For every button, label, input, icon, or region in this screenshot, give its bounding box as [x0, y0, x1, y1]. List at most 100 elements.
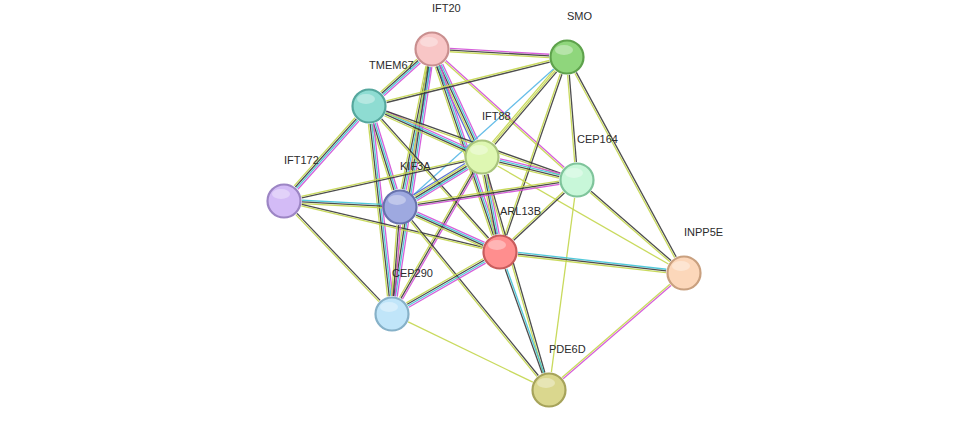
interaction-edge	[392, 66, 432, 296]
interaction-edge	[301, 160, 464, 198]
evidence-line	[440, 65, 475, 140]
protein-node: KIF3A	[382, 189, 418, 225]
evidence-line	[518, 252, 666, 269]
evidence-line	[569, 75, 576, 162]
evidence-line	[418, 181, 559, 203]
node-circle	[531, 372, 567, 408]
interaction-edge	[418, 181, 560, 206]
node-gloss	[388, 195, 406, 205]
node-circle	[382, 189, 418, 225]
node-body	[353, 90, 386, 123]
evidence-line	[385, 114, 465, 150]
protein-label: IFT172	[284, 154, 319, 167]
evidence-line	[406, 259, 483, 303]
evidence-line	[488, 174, 545, 372]
protein-node: SMO	[549, 39, 585, 75]
evidence-line	[295, 119, 356, 187]
node-body	[416, 33, 449, 66]
interaction-edge	[518, 252, 667, 272]
evidence-line	[575, 73, 675, 257]
evidence-line	[438, 66, 473, 141]
node-circle	[549, 39, 585, 75]
protein-label: ARL13B	[500, 205, 541, 218]
interaction-edge	[406, 259, 485, 308]
node-gloss	[380, 302, 398, 312]
node-body	[484, 236, 517, 269]
interaction-edge	[590, 191, 671, 262]
evidence-line	[296, 215, 379, 302]
protein-label: PDE6D	[549, 343, 586, 356]
node-circle	[482, 234, 518, 270]
interaction-edge	[562, 284, 671, 379]
evidence-line	[301, 160, 464, 196]
node-body	[533, 374, 566, 407]
evidence-line	[590, 192, 670, 261]
interaction-edge	[415, 212, 484, 247]
evidence-line	[386, 113, 560, 175]
node-body	[268, 185, 301, 218]
protein-label: IFT20	[432, 2, 461, 15]
node-circle	[266, 183, 302, 219]
evidence-line	[386, 113, 466, 149]
interaction-edge	[450, 48, 549, 57]
interaction-edge	[296, 213, 380, 301]
evidence-line	[568, 75, 575, 162]
evidence-line	[397, 67, 432, 296]
evidence-line	[384, 116, 464, 152]
interaction-edge	[492, 70, 556, 145]
evidence-line	[437, 66, 494, 235]
protein-label: SMO	[567, 10, 592, 23]
node-gloss	[470, 145, 488, 155]
node-gloss	[672, 261, 690, 271]
protein-node: IFT20	[414, 31, 450, 67]
protein-node: PDE6D	[531, 372, 567, 408]
evidence-line	[494, 71, 556, 144]
interaction-edge	[575, 72, 676, 257]
protein-node: CEP164	[559, 162, 595, 198]
protein-node: CEP290	[374, 296, 410, 332]
evidence-line	[412, 220, 538, 375]
evidence-line	[392, 225, 397, 296]
node-body	[668, 257, 701, 290]
node-gloss	[420, 37, 438, 47]
evidence-line	[499, 162, 559, 177]
node-body	[384, 191, 417, 224]
protein-node: IFT172	[266, 183, 302, 219]
evidence-line	[486, 175, 543, 373]
evidence-line	[499, 164, 559, 179]
node-circle	[374, 296, 410, 332]
protein-node: IFT88	[464, 139, 500, 175]
evidence-line	[563, 285, 671, 378]
protein-label: TMEM67	[369, 59, 414, 72]
evidence-line	[415, 217, 482, 247]
interaction-edge	[386, 111, 561, 175]
evidence-line	[297, 213, 380, 300]
evidence-line	[450, 52, 549, 58]
node-gloss	[565, 168, 583, 178]
evidence-line	[417, 212, 484, 242]
evidence-line	[562, 284, 670, 377]
evidence-line	[418, 184, 559, 206]
node-circle	[351, 88, 387, 124]
node-circle	[464, 139, 500, 175]
interaction-edge	[568, 75, 577, 162]
protein-node: TMEM67	[351, 88, 387, 124]
evidence-line	[505, 269, 542, 373]
protein-label: INPP5E	[684, 226, 723, 239]
node-circle	[559, 162, 595, 198]
evidence-line	[591, 191, 671, 260]
node-gloss	[357, 94, 375, 104]
node-gloss	[555, 45, 573, 55]
evidence-line	[407, 260, 484, 304]
interaction-edge	[411, 220, 539, 376]
protein-label: KIF3A	[400, 160, 431, 173]
interaction-edge	[408, 322, 533, 382]
evidence-line	[492, 70, 554, 143]
protein-node: ARL13B	[482, 234, 518, 270]
node-circle	[666, 255, 702, 291]
evidence-line	[294, 118, 355, 186]
evidence-line	[408, 322, 533, 382]
interaction-edge	[294, 118, 359, 190]
